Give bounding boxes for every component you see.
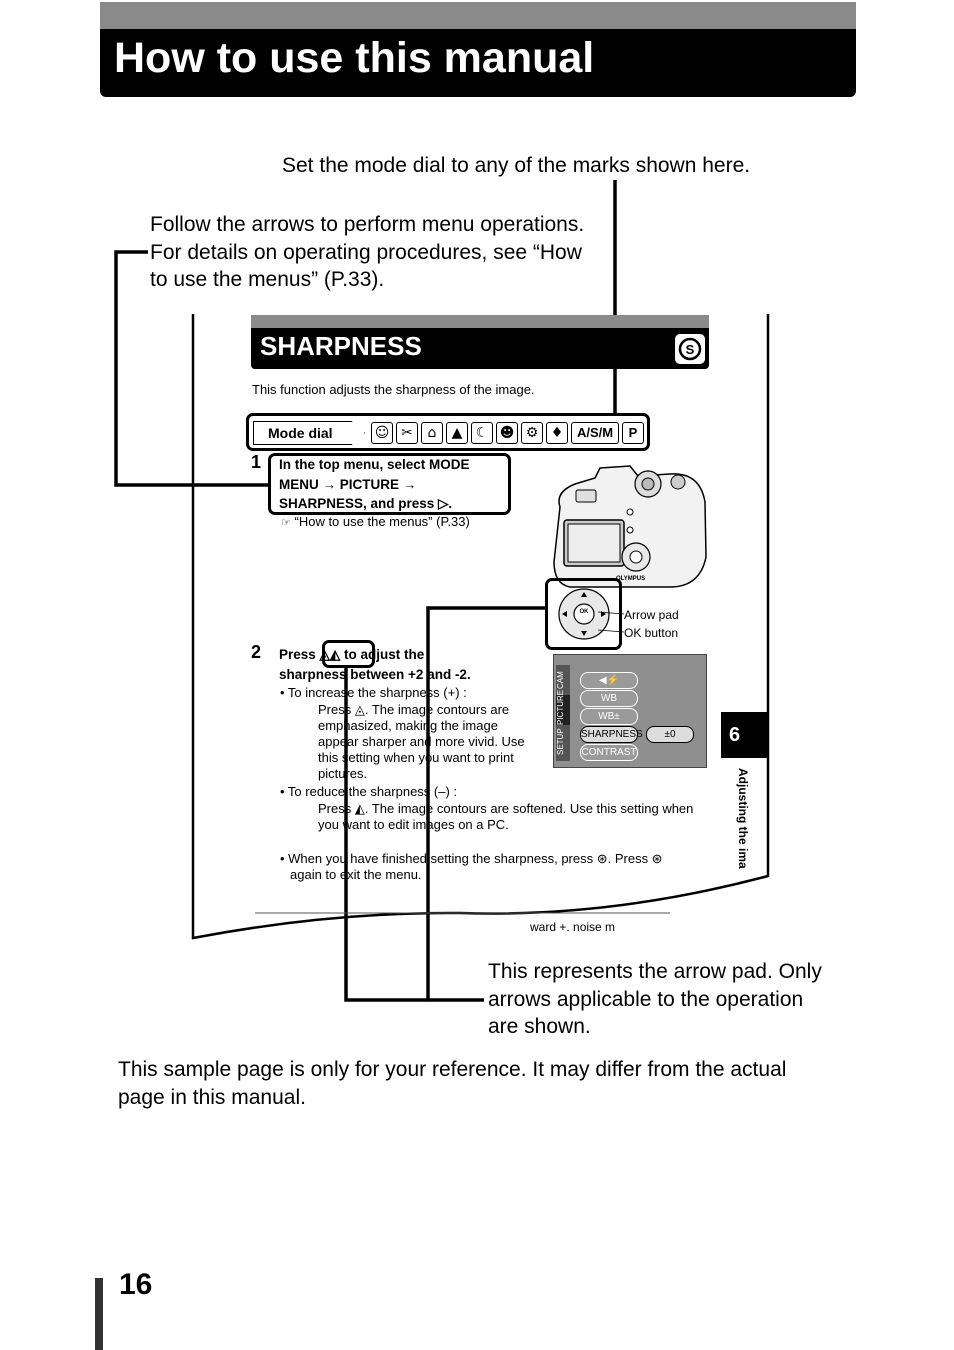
step-2-line: sharpness between +2 and -2. [279, 666, 471, 682]
lcd-tab-setup: SETUP [556, 728, 565, 756]
svg-text:OLYMPUS: OLYMPUS [616, 576, 645, 582]
reduce-body: Press ◭. The image contours are softened… [318, 801, 693, 833]
callout-line: are shown. [488, 1015, 591, 1038]
step-2-text: Press ◬◭ to adjust the sharpness between… [279, 645, 471, 684]
step-1-highlight [268, 453, 511, 515]
increase-line: this setting when you want to print [318, 750, 514, 765]
lcd-tab-picture: PICTURE [556, 690, 570, 725]
step-1-line: In the top menu, select MODE [279, 457, 470, 472]
footer-bar [95, 1278, 103, 1350]
step-1-line: SHARPNESS, and press ▷. [279, 496, 453, 511]
lcd-value: ±0 [646, 726, 694, 743]
lcd-flash-item: ◀⚡ [580, 672, 638, 689]
arrow-icon-connector [344, 667, 428, 1002]
sample-page-outline [191, 314, 770, 940]
lcd-screen: CAM PICTURE SETUP ◀⚡ WB WB± SHARPNESS ±0… [553, 654, 707, 768]
mode-p: P [622, 422, 644, 444]
landscape-icon: ▲ [446, 422, 468, 444]
step-1-text: In the top menu, select MODE MENU → PICT… [279, 455, 470, 514]
increase-line: emphasized, making the image [318, 718, 498, 733]
lcd-sharpness-item: SHARPNESS [580, 726, 643, 743]
increase-line: pictures. [318, 766, 368, 781]
mode-asm: A/S/M [571, 422, 619, 444]
callout-line: This represents the arrow pad. Only [488, 960, 822, 983]
increase-body: Press ◬. The image contours are emphasiz… [318, 702, 525, 782]
sample-title-band [251, 315, 709, 328]
callout-line: Follow the arrows to perform menu operat… [150, 213, 585, 236]
sports-icon: ✂ [396, 422, 418, 444]
increase-line: Press ◬. The image contours are [318, 702, 510, 717]
night-portrait-icon: ☾ [471, 422, 493, 444]
note-line: page in this manual. [118, 1085, 306, 1109]
scene-icon: S [675, 334, 705, 364]
sample-title-bar: SHARPNESS S [251, 315, 709, 369]
chapter-title: Adjusting the ima [736, 768, 750, 869]
finish-line: again to exit the menu. [290, 867, 422, 882]
title-bar: How to use this manual [100, 2, 856, 97]
step-1-line: MENU → PICTURE → [279, 476, 417, 492]
arrow-pad-connector [426, 606, 545, 1002]
self-portrait-icon: ☻ [496, 422, 518, 444]
step-1-number: 1 [251, 452, 262, 472]
reduce-line: Press ◭. The image contours are softened… [318, 801, 694, 816]
lcd-wb-adjust-item: WB± [580, 708, 638, 725]
portrait-icon: ☺ [371, 422, 393, 444]
lcd-contrast-item: CONTRAST [580, 744, 638, 761]
callout-line: For details on operating procedures, see… [150, 240, 582, 264]
camera-illustration: OLYMPUS [553, 465, 707, 588]
reduce-line: you want to edit images on a PC. [318, 817, 509, 832]
arrow-pad-icon: OK [558, 588, 610, 640]
title-band [100, 2, 856, 29]
finish-text: • When you have finished setting the sha… [280, 851, 663, 883]
cutoff-text: ward +, noise m [530, 920, 616, 931]
menu-connector [114, 250, 270, 487]
callout-line: arrows applicable to the operation [488, 987, 804, 1011]
my-mode-icon: ♦ [546, 422, 568, 444]
chapter-tab: 6 [721, 712, 767, 758]
step-1-ref-text: “How to use the menus” (P.33) [294, 514, 470, 529]
arrow-pad-label: Arrow pad [624, 608, 679, 622]
increase-head: • To increase the sharpness (+) : [280, 685, 467, 700]
arrow-pad-pointers [598, 611, 625, 633]
callout-arrow-pad: This represents the arrow pad. Only arro… [488, 958, 822, 1041]
step-2-number: 2 [251, 642, 262, 662]
page-title: How to use this manual [114, 34, 595, 82]
step-2-line: Press ◬◭ to adjust the [279, 647, 425, 662]
sample-intro: This function adjusts the sharpness of t… [252, 382, 535, 397]
mode-dial-row: Mode dial ☺ ✂ ⌂ ▲ ☾ ☻ ⚙ ♦ A/S/M P [246, 413, 650, 451]
page-number: 16 [119, 1268, 153, 1301]
ok-button-label: OK button [624, 626, 679, 640]
mode-dial-label: Mode dial [253, 421, 365, 445]
movie-icon: ⚙ [521, 422, 543, 444]
reduce-head: • To reduce the sharpness (–) : [280, 784, 458, 799]
svg-text:OK: OK [580, 609, 590, 615]
callout-mode-dial: Set the mode dial to any of the marks sh… [282, 154, 751, 177]
night-scene-icon: ⌂ [421, 422, 443, 444]
increase-line: appear sharper and more vivid. Use [318, 734, 525, 749]
callout-line: to use the menus” (P.33). [150, 268, 385, 291]
callout-menu-arrows: Follow the arrows to perform menu operat… [150, 211, 584, 294]
reference-icon: ☞ [281, 516, 291, 529]
note-line: This sample page is only for your refere… [118, 1058, 787, 1081]
sample-title: SHARPNESS [260, 331, 422, 361]
lcd-wb-item: WB [580, 690, 638, 707]
step-1-ref: ☞ “How to use the menus” (P.33) [281, 514, 470, 531]
svg-text:S: S [686, 342, 695, 357]
finish-line: • When you have finished setting the sha… [280, 851, 663, 866]
up-down-arrows-highlight [322, 640, 375, 668]
reference-note: This sample page is only for your refere… [118, 1056, 786, 1111]
